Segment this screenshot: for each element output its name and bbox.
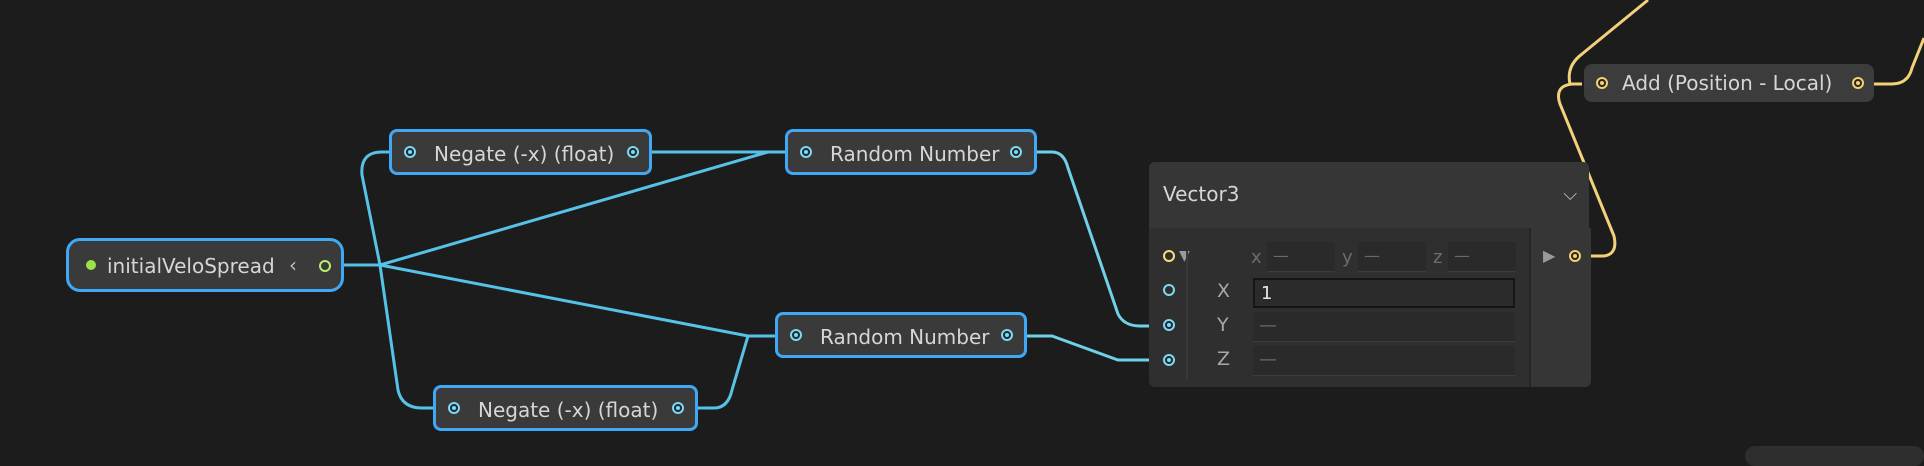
random-number-node-bottom[interactable]: Random Number xyxy=(775,312,1027,358)
negate-bottom-input-port[interactable] xyxy=(448,402,460,414)
compound-y-field[interactable]: — xyxy=(1358,242,1426,272)
row-x-label: X xyxy=(1217,280,1231,302)
vector3-compound-input-port[interactable] xyxy=(1163,250,1175,262)
property-output-port[interactable] xyxy=(319,260,331,272)
random-bottom-output-port[interactable] xyxy=(1001,329,1013,341)
negate-top-output-port[interactable] xyxy=(627,146,639,158)
wire-add-out xyxy=(1870,37,1924,86)
random-top-output-port[interactable] xyxy=(1010,146,1022,158)
wire-random-bottom-to-vector-z xyxy=(1022,334,1170,362)
vector3-node[interactable]: Vector3 ⌵ ▼ x — y — z — X 1 Y — Z — ▶ xyxy=(1149,162,1591,387)
add-input-port[interactable] xyxy=(1596,77,1608,89)
compound-x-field[interactable]: — xyxy=(1267,242,1335,272)
compound-z-label: z xyxy=(1433,247,1443,268)
vector3-title: Vector3 xyxy=(1163,182,1240,206)
vector3-y-input-port[interactable] xyxy=(1163,319,1175,331)
add-position-local-node[interactable]: Add (Position - Local) xyxy=(1584,64,1874,102)
negate-top-input-port[interactable] xyxy=(404,146,416,158)
wire-random-top-to-vector-y xyxy=(1032,150,1170,328)
negate-node-top[interactable]: Negate (-x) (float) xyxy=(389,129,652,175)
vector3-header[interactable]: Vector3 ⌵ xyxy=(1149,162,1589,228)
wire-add-in-upward xyxy=(1567,0,1649,85)
chevron-left-icon[interactable]: ‹ xyxy=(289,253,297,277)
x-value-field[interactable]: 1 xyxy=(1253,278,1515,308)
negate-bottom-output-port[interactable] xyxy=(672,402,684,414)
negate-node-bottom[interactable]: Negate (-x) (float) xyxy=(433,385,698,431)
expand-triangle-icon[interactable]: ▼ xyxy=(1179,248,1190,264)
compound-y-label: y xyxy=(1342,247,1353,268)
compound-x-label: x xyxy=(1251,247,1262,268)
compound-z-field[interactable]: — xyxy=(1448,242,1516,272)
wire-spread-to-random-bottom xyxy=(379,263,780,338)
z-value-field[interactable]: — xyxy=(1253,346,1515,376)
node-label: initialVeloSpread xyxy=(107,254,275,278)
wire-negate-bottom-to-random-bottom xyxy=(692,335,750,410)
add-output-port[interactable] xyxy=(1852,77,1864,89)
chevron-down-icon[interactable]: ⌵ xyxy=(1563,184,1577,205)
property-node-initial-velo-spread[interactable]: initialVeloSpread ‹ xyxy=(66,238,344,292)
random-bottom-input-port[interactable] xyxy=(790,329,802,341)
minimap-corner xyxy=(1745,446,1924,466)
play-triangle-icon[interactable]: ▶ xyxy=(1543,246,1556,265)
node-label: Random Number xyxy=(830,142,1000,166)
node-label: Add (Position - Local) xyxy=(1622,71,1833,95)
random-top-input-port[interactable] xyxy=(800,146,812,158)
wire-spread-to-negate-bottom xyxy=(378,264,438,410)
vector3-z-input-port[interactable] xyxy=(1163,354,1175,366)
row-z-label: Z xyxy=(1217,348,1231,370)
y-value-field[interactable]: — xyxy=(1253,312,1515,342)
row-y-label: Y xyxy=(1217,314,1229,336)
property-input-dot xyxy=(86,260,96,270)
node-label: Negate (-x) (float) xyxy=(434,142,615,166)
vector3-output-port[interactable] xyxy=(1569,250,1581,262)
vector3-output-column: ▶ xyxy=(1529,228,1591,387)
node-label: Negate (-x) (float) xyxy=(478,398,659,422)
wire-spread-to-negate-top xyxy=(343,150,392,267)
random-number-node-top[interactable]: Random Number xyxy=(785,129,1037,175)
node-label: Random Number xyxy=(820,325,990,349)
vector3-tree-line xyxy=(1186,251,1188,379)
vector3-x-input-port[interactable] xyxy=(1163,284,1175,296)
